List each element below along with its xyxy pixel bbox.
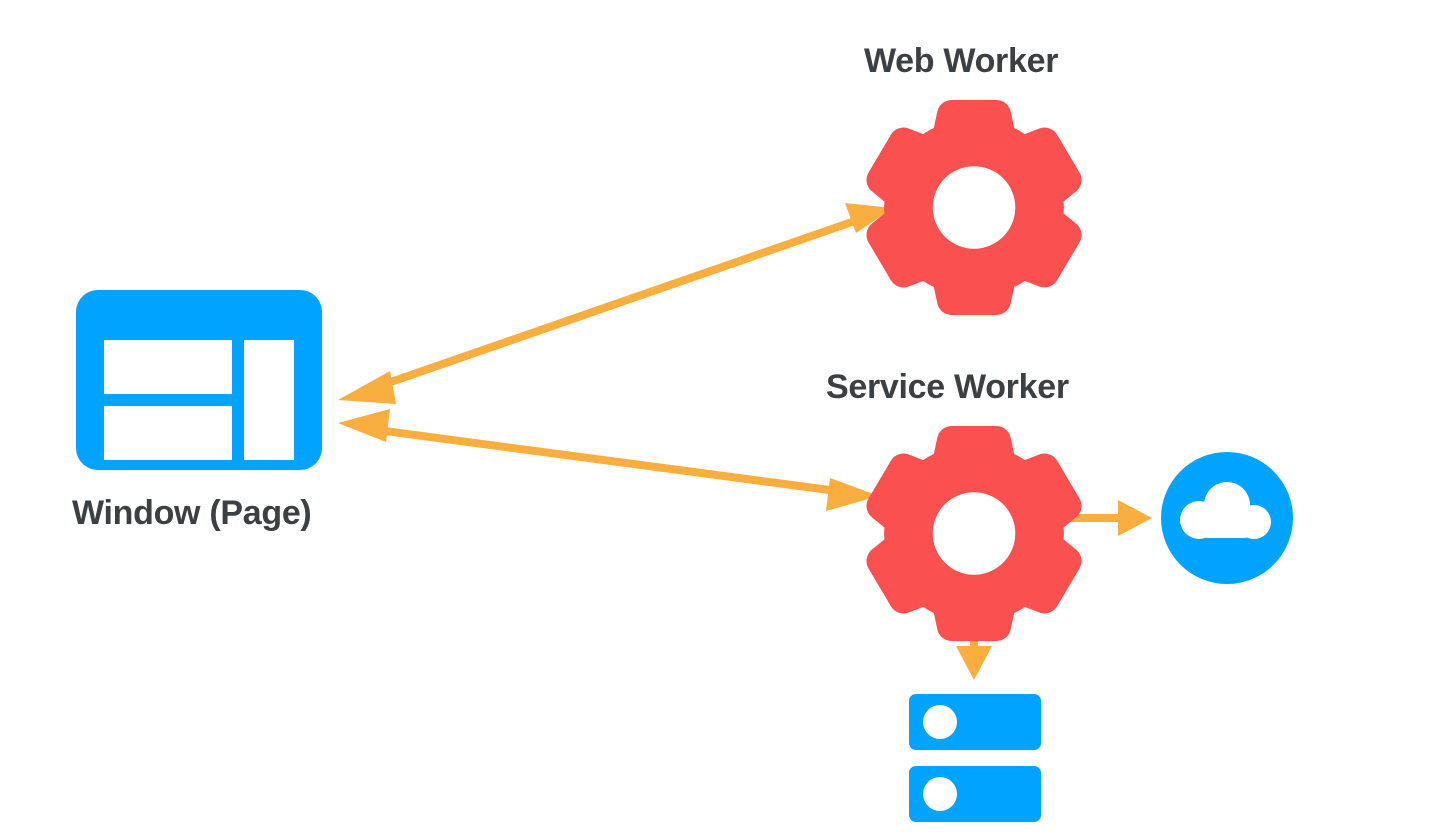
web-worker-gear-icon[interactable] xyxy=(866,99,1082,315)
window-icon-panel-top-left xyxy=(104,340,232,394)
arrowhead-to-cloud xyxy=(1118,500,1152,536)
service-worker-label: Service Worker xyxy=(826,368,1069,406)
database-icon-bar-bottom xyxy=(909,766,1041,822)
database-icon-bar-top xyxy=(909,694,1041,750)
arrowhead-to-window-from-service-worker xyxy=(338,409,390,442)
service-worker-gear-icon[interactable] xyxy=(866,425,1082,641)
edge-window-web-worker xyxy=(338,203,893,404)
edge-window-service-worker xyxy=(338,409,879,511)
window-icon-panel-right xyxy=(244,340,294,460)
service-worker-gear-hole xyxy=(932,492,1016,575)
database-icon-bar-bottom-led xyxy=(923,777,957,811)
database-icon[interactable] xyxy=(909,694,1041,822)
web-worker-gear-hole xyxy=(932,166,1016,249)
edge-window-web-worker-line xyxy=(360,211,874,396)
edges-layer xyxy=(338,203,1152,680)
edge-window-service-worker-line xyxy=(361,424,853,497)
window-page-label: Window (Page) xyxy=(72,494,312,532)
cloud-icon-glyph xyxy=(1180,482,1271,539)
arrowhead-to-window-from-web-worker xyxy=(338,371,396,404)
arrowhead-to-web-worker xyxy=(845,203,893,233)
arrowhead-to-database xyxy=(956,646,992,680)
web-worker-label: Web Worker xyxy=(864,42,1059,80)
cloud-icon[interactable] xyxy=(1161,452,1293,584)
window-icon[interactable] xyxy=(76,290,322,470)
window-icon-panel-bottom-left xyxy=(104,406,232,460)
arrowhead-to-service-worker xyxy=(826,478,879,511)
database-icon-bar-top-led xyxy=(923,705,957,739)
